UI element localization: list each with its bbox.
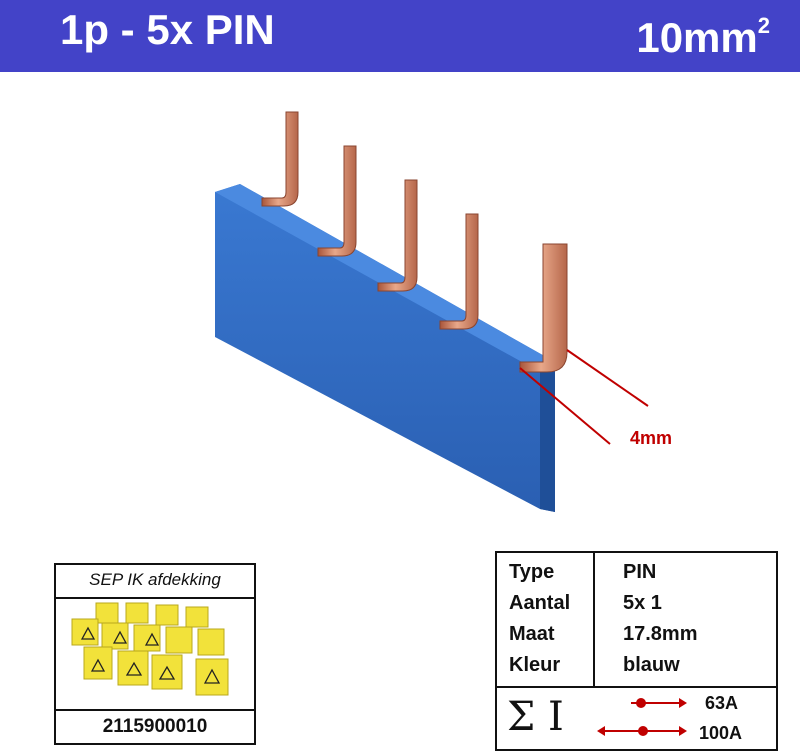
spec-value: blauw xyxy=(623,654,680,676)
rating-single: 63A xyxy=(705,693,739,713)
sum-current-symbol: Σ I xyxy=(507,694,564,740)
rating-double: 100A xyxy=(699,723,743,743)
spec-label: Maat xyxy=(509,623,555,645)
dimension-line-upper xyxy=(566,349,649,407)
spec-label: Type xyxy=(509,561,555,583)
dimension-line-lower xyxy=(519,367,611,445)
cross-section-size: 10mm2 xyxy=(636,6,770,62)
product-title: 1p - 5x PIN xyxy=(60,6,275,53)
busbar-end-face xyxy=(540,362,555,512)
busbar-illustration: 4mm xyxy=(215,111,672,512)
spec-row-kleur: Kleur blauw xyxy=(497,650,776,681)
yellow-covers-illustration xyxy=(71,602,229,696)
spec-value: 5x 1 xyxy=(623,592,662,614)
double-feed-arrow-icon xyxy=(597,726,687,736)
single-feed-arrow-icon xyxy=(631,698,687,708)
spec-value: PIN xyxy=(623,561,657,583)
cover-caption: SEP IK afdekking xyxy=(56,565,254,599)
busbar-product-image: 4mm xyxy=(0,72,800,532)
size-superscript: 2 xyxy=(757,13,770,38)
spec-table: Type PIN Aantal 5x 1 Maat 17.8mm Kleur b… xyxy=(495,551,778,751)
spec-divider-vertical xyxy=(593,553,595,686)
cover-accessory-box: SEP IK afdekking 2115900010 xyxy=(54,563,256,745)
size-value: 10mm xyxy=(636,14,758,61)
busbar-body xyxy=(215,184,555,512)
header-banner: 1p - 5x PIN 10mm2 xyxy=(0,0,800,72)
yellow-covers-image xyxy=(56,599,254,709)
spec-row-maat: Maat 17.8mm xyxy=(497,619,776,650)
copper-pins xyxy=(261,111,568,373)
dimension-label: 4mm xyxy=(630,428,672,448)
spec-divider-horizontal xyxy=(497,686,776,688)
cover-article-code: 2115900010 xyxy=(56,709,254,743)
spec-label: Kleur xyxy=(509,654,561,676)
spec-row-type: Type PIN xyxy=(497,557,776,588)
spec-value: 17.8mm xyxy=(623,623,698,645)
spec-row-aantal: Aantal 5x 1 xyxy=(497,588,776,619)
spec-label: Aantal xyxy=(509,592,571,614)
